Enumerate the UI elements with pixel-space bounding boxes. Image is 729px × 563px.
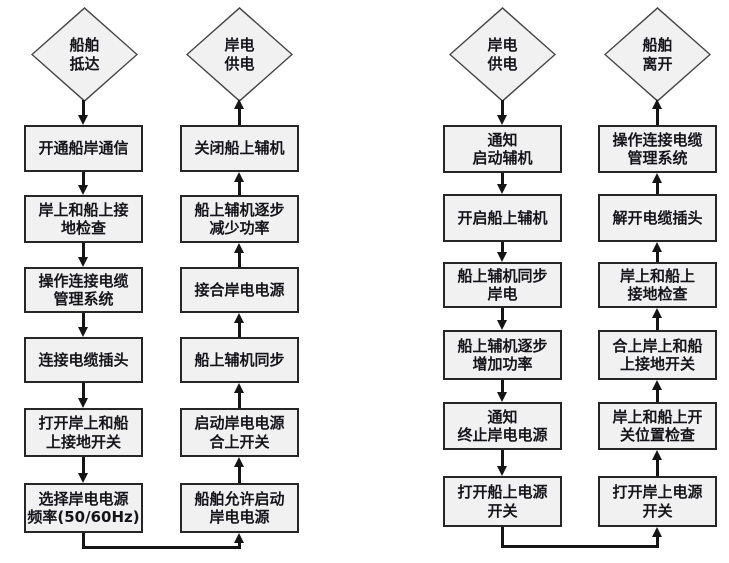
arrow-head-up-icon: [652, 527, 662, 537]
arrow-head-down-icon: [497, 184, 507, 194]
arrow-head-up-icon: [234, 243, 244, 253]
terminal-label: 船舶 离开: [642, 35, 673, 73]
process-step: 选择岸电电源 频率(50/60Hz): [24, 483, 143, 533]
arrow-head-down-icon: [78, 473, 88, 483]
arrow-head-up-icon: [234, 313, 244, 323]
arrow-head-up-icon: [652, 99, 662, 109]
process-step: 连接电缆插头: [24, 337, 143, 383]
arrow-line: [501, 380, 504, 394]
terminal-ship-departure: 船舶 离开: [604, 7, 711, 102]
process-step: 岸上和船上 接地检查: [598, 262, 717, 308]
arrow-head-down-icon: [497, 466, 507, 476]
arrow-head-up-icon: [234, 457, 244, 467]
arrow-head-up-icon: [234, 99, 244, 109]
process-step: 船上辅机逐步 增加功率: [443, 330, 562, 380]
arrow-head-up-icon: [234, 172, 244, 182]
arrow-head-up-icon: [652, 450, 662, 460]
arrow-line: [82, 383, 85, 400]
process-step: 通知 启动辅机: [443, 125, 562, 173]
connector-line: [238, 542, 241, 549]
process-step: 岸上和船上开 关位置检查: [598, 402, 717, 450]
process-step: 船上辅机同步 岸电: [443, 262, 562, 308]
arrow-line: [238, 252, 241, 267]
arrow-line: [82, 172, 85, 187]
arrow-line: [82, 243, 85, 259]
process-step: 船舶允许启动 岸电电源: [180, 483, 299, 533]
process-step: 关闭船上辅机: [180, 125, 299, 172]
terminal-shore-power-on: 岸电 供电: [186, 7, 293, 102]
arrow-line: [238, 322, 241, 337]
process-step: 操作连接电缆 管理系统: [598, 125, 717, 173]
arrow-head-down-icon: [78, 327, 88, 337]
arrow-head-down-icon: [497, 115, 507, 125]
arrow-line: [501, 173, 504, 186]
terminal-label: 岸电 供电: [224, 35, 255, 73]
arrow-head-down-icon: [78, 398, 88, 408]
process-step: 打开船上电源 开关: [443, 476, 562, 527]
terminal-label: 岸电 供电: [487, 35, 518, 73]
arrow-head-up-icon: [652, 173, 662, 183]
terminal-ship-arrival: 船舶 抵达: [31, 7, 138, 102]
process-step: 合上岸上和船 上接地开关: [598, 330, 717, 380]
arrow-line: [82, 100, 85, 117]
arrow-head-down-icon: [78, 185, 88, 195]
process-step: 接合岸电电源: [180, 267, 299, 313]
arrow-line: [82, 313, 85, 329]
process-step: 开通船岸通信: [24, 125, 143, 172]
arrow-head-down-icon: [497, 252, 507, 262]
arrow-head-down-icon: [78, 115, 88, 125]
arrow-line: [656, 182, 659, 194]
arrow-line: [656, 459, 659, 476]
arrow-line: [656, 317, 659, 330]
connector-line: [82, 546, 241, 549]
arrow-line: [238, 392, 241, 408]
arrow-line: [501, 100, 504, 117]
process-step: 通知 终止岸电电源: [443, 402, 562, 450]
terminal-label: 船舶 抵达: [69, 35, 100, 73]
connector-line: [82, 533, 85, 549]
arrow-line: [656, 389, 659, 402]
arrow-head-up-icon: [234, 383, 244, 393]
process-step: 打开岸上电源 开关: [598, 476, 717, 527]
arrow-line: [238, 466, 241, 483]
process-step: 船上辅机逐步 减少功率: [180, 195, 299, 243]
arrow-line: [238, 181, 241, 195]
terminal-shore-power-supplying: 岸电 供电: [449, 7, 556, 102]
process-step: 解开电缆插头: [598, 194, 717, 242]
arrow-line: [656, 108, 659, 125]
connector-line: [656, 536, 659, 547]
arrow-line: [238, 108, 241, 125]
process-step: 船上辅机同步: [180, 337, 299, 383]
process-step: 开启船上辅机: [443, 194, 562, 242]
arrow-head-down-icon: [78, 257, 88, 267]
process-step: 操作连接电缆 管理系统: [24, 267, 143, 313]
connector-line: [501, 527, 504, 548]
arrow-line: [501, 242, 504, 254]
arrow-line: [82, 457, 85, 475]
process-step: 岸上和船上接 地检查: [24, 195, 143, 243]
process-step: 启动岸电电源 合上开关: [180, 408, 299, 457]
arrow-line: [501, 308, 504, 322]
arrow-head-up-icon: [652, 242, 662, 252]
arrow-line: [656, 251, 659, 262]
process-step: 打开岸上和船 上接地开关: [24, 408, 143, 457]
arrow-head-down-icon: [497, 320, 507, 330]
connector-line: [501, 545, 659, 548]
arrow-line: [501, 450, 504, 468]
arrow-head-up-icon: [652, 308, 662, 318]
arrow-head-down-icon: [497, 392, 507, 402]
arrow-head-up-icon: [234, 533, 244, 543]
arrow-head-up-icon: [652, 380, 662, 390]
